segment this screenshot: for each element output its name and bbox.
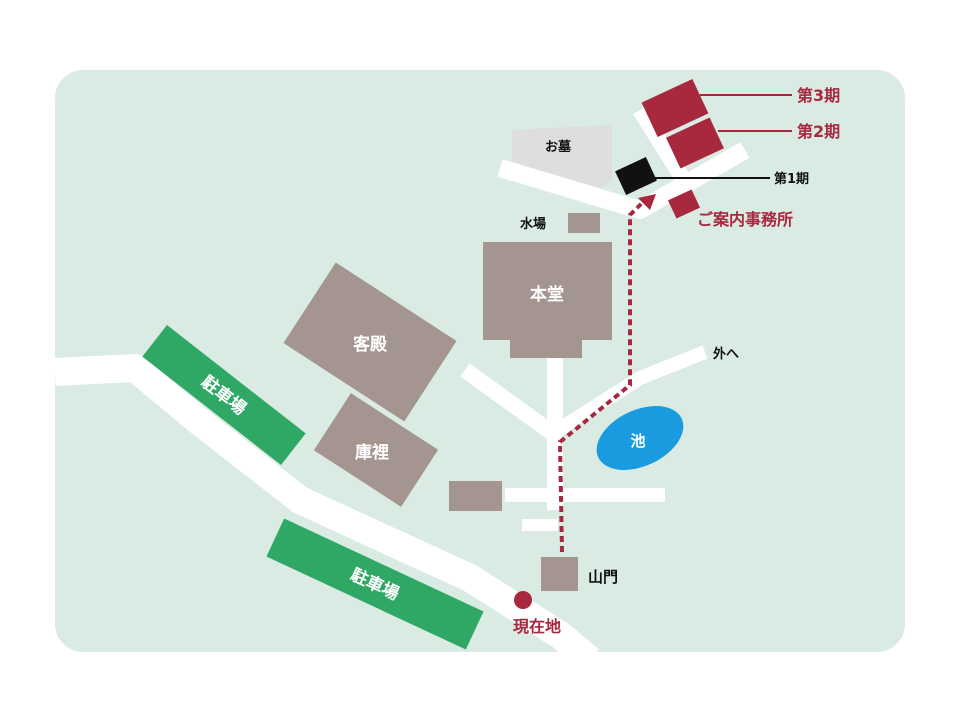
water-label: 水場 — [520, 216, 546, 232]
upper-road — [497, 142, 750, 219]
small-building — [449, 481, 502, 511]
plots — [615, 78, 724, 219]
kuri-building — [313, 393, 439, 507]
guest-hall-building — [283, 262, 457, 422]
phase2-label: 第2期 — [797, 122, 840, 141]
parking-upper-area[interactable] — [142, 325, 306, 465]
guest-hall-label: 客殿 — [352, 334, 388, 355]
main-hall-label: 本堂 — [530, 284, 564, 305]
leader-lines — [654, 94, 792, 179]
graves-label: お墓 — [545, 139, 572, 155]
pond — [596, 406, 684, 470]
phase2-plot[interactable] — [666, 117, 724, 169]
parking-lower-area[interactable] — [266, 518, 484, 650]
route-arrow-icon — [638, 194, 656, 210]
grave-area — [512, 125, 612, 188]
roads — [54, 105, 750, 671]
main-hall-building — [483, 242, 612, 358]
parking-lower[interactable]: 駐車場 — [266, 518, 484, 650]
phase1-label: 第1期 — [774, 171, 809, 187]
route-dashed-line — [557, 201, 644, 553]
exit-label: 外へ — [712, 346, 739, 362]
info-office-label: ご案内事務所 — [697, 210, 793, 229]
gate-label: 山門 — [588, 568, 618, 586]
path-exit — [551, 345, 708, 438]
path-left — [460, 363, 560, 442]
phase3-label: 第3期 — [797, 86, 840, 105]
water-building — [568, 213, 600, 233]
current-location-marker-icon — [514, 591, 532, 609]
current-location-label: 現在地 — [513, 617, 561, 636]
info-office-building[interactable] — [667, 189, 701, 219]
main-road — [54, 354, 599, 671]
map-background — [55, 70, 905, 652]
pond-label: 池 — [630, 432, 645, 450]
phase3-plot[interactable] — [641, 78, 709, 138]
gate-building — [541, 557, 578, 591]
plot-road — [633, 105, 697, 195]
kuri-label: 庫裡 — [355, 442, 389, 463]
phase1-plot[interactable] — [615, 157, 657, 195]
